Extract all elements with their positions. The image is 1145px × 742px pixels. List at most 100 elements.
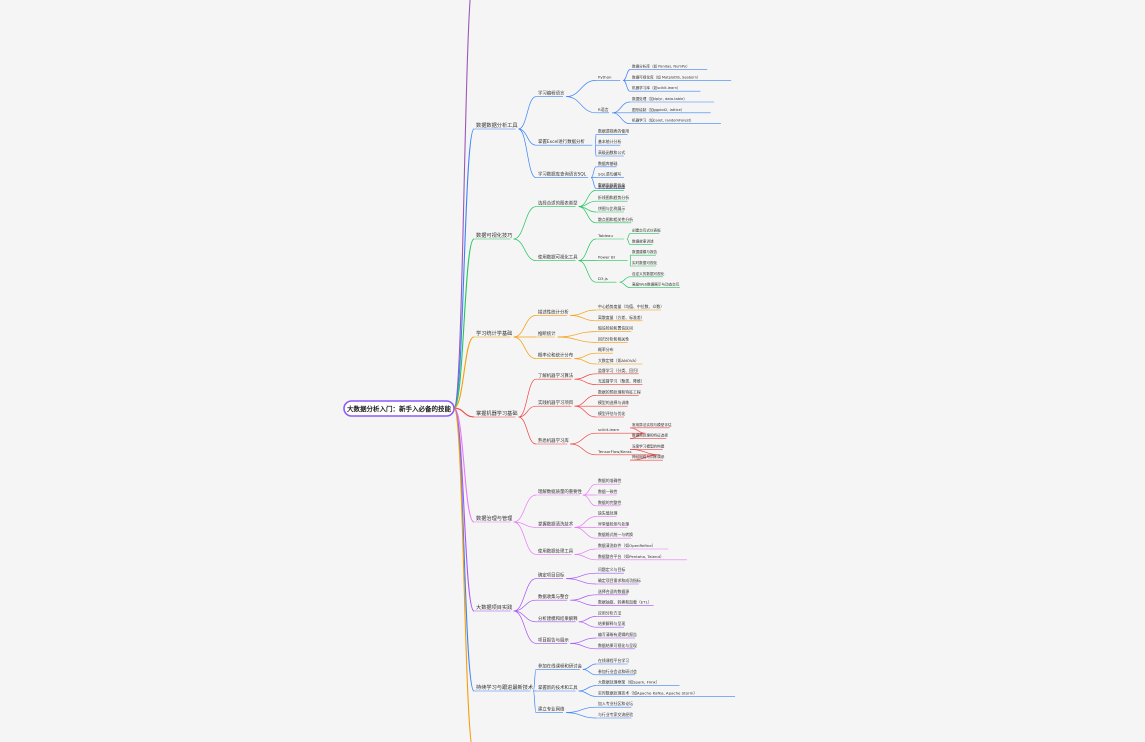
subtopic-node[interactable]: 数据的完整性 bbox=[598, 500, 621, 505]
topic-node[interactable]: 建立专业网络 bbox=[538, 706, 565, 713]
topic-node[interactable]: 确定项目目标 bbox=[538, 572, 565, 579]
subtopic-node[interactable]: 选择合适的数据源 bbox=[598, 589, 629, 594]
topic-node[interactable]: 掌握新的技术和工具 bbox=[538, 684, 578, 691]
topic-node[interactable]: 分析建模和结果解释 bbox=[538, 615, 578, 622]
subtopic-node[interactable]: 回归分析和相关性 bbox=[598, 336, 629, 341]
subtopic-node[interactable]: 确定项目需求和成功指标 bbox=[598, 578, 641, 583]
subtopic-node[interactable]: 假设检验和置信区间 bbox=[598, 326, 633, 331]
subtopic-node[interactable]: 数据预处理和特征选择 bbox=[632, 433, 668, 438]
subtopic-node[interactable]: 数据故事讲述 bbox=[632, 238, 654, 243]
topic-node[interactable]: 熟悉机器学习库 bbox=[538, 437, 569, 444]
node-label: 异常值检测与处理 bbox=[598, 521, 629, 526]
subtopic-node[interactable]: Power BI bbox=[598, 255, 615, 260]
node-label: 实时数据处理技术（如Apache Kafka, Apache Storm） bbox=[598, 690, 697, 695]
subtopic-node[interactable]: R语言 bbox=[598, 107, 609, 112]
topic-node[interactable]: 掌握数据清洗技术 bbox=[538, 520, 574, 527]
branch-node[interactable]: 数据数据分析工具 bbox=[476, 121, 518, 129]
subtopic-node[interactable]: 加入专业社区和论坛 bbox=[598, 701, 633, 706]
subtopic-node[interactable]: 实时数据可视化 bbox=[632, 260, 658, 265]
subtopic-node[interactable]: 数据结果可视化与呈现 bbox=[598, 643, 637, 648]
subtopic-node[interactable]: 与行业专家交流经验 bbox=[598, 712, 633, 717]
subtopic-node[interactable]: 基本统计分析 bbox=[598, 139, 621, 144]
topic-node[interactable]: 了解机器学习算法 bbox=[538, 372, 574, 379]
subtopic-node[interactable]: 缺失值处理 bbox=[598, 511, 618, 516]
subtopic-node[interactable]: 条形图和柱状图 bbox=[598, 184, 625, 189]
branch-node[interactable]: 持续学习与跟进最新技术 bbox=[476, 683, 533, 691]
subtopic-node[interactable]: 散点图和相关性分析 bbox=[598, 217, 633, 222]
subtopic-node[interactable]: 机器学习（如caret, randomForest） bbox=[632, 118, 694, 123]
subtopic-node[interactable]: 在线课程平台学习 bbox=[598, 658, 629, 663]
subtopic-node[interactable]: 异常值检测与处理 bbox=[598, 521, 629, 526]
subtopic-node[interactable]: 无监督学习（聚类、降维） bbox=[598, 379, 645, 384]
topic-node[interactable]: 项目报告与展示 bbox=[538, 636, 569, 643]
topic-node[interactable]: 数据收集与整合 bbox=[538, 593, 569, 600]
subtopic-node[interactable]: 创建交互式仪表板 bbox=[632, 228, 661, 233]
subtopic-node[interactable]: 大数据处理框架（如Spark, Flink） bbox=[598, 680, 660, 685]
branch-node[interactable]: 数据可视化技巧 bbox=[476, 231, 512, 239]
subtopic-node[interactable]: 数据清洗软件（如OpenRefine） bbox=[598, 543, 656, 548]
subtopic-node[interactable]: scikit-learn bbox=[598, 427, 620, 432]
root-node[interactable]: 大数据分析入门：新手入必备的技能 bbox=[343, 400, 455, 417]
node-label: 回归分析和相关性 bbox=[598, 336, 629, 341]
connector-line bbox=[566, 80, 597, 97]
subtopic-node[interactable]: 数据一致性 bbox=[598, 489, 618, 494]
subtopic-node[interactable]: 折线图和趋势分析 bbox=[598, 195, 629, 200]
branch-node[interactable]: 数据治理与管理 bbox=[476, 514, 513, 522]
subtopic-node[interactable]: 数据处理（如dplyr, data.table） bbox=[632, 96, 687, 101]
topic-node[interactable]: 实践机器学习项目 bbox=[538, 399, 573, 406]
subtopic-node[interactable]: 深度学习模型的构建 bbox=[632, 443, 665, 448]
topic-node[interactable]: 推断统计 bbox=[538, 330, 556, 337]
subtopic-node[interactable]: 概率分布 bbox=[598, 347, 614, 352]
topic-node[interactable]: 参加在线课程和研讨会 bbox=[538, 662, 583, 669]
topic-node[interactable]: 描述性统计分析 bbox=[538, 308, 569, 315]
topic-node[interactable]: 学习数据库查询语言SQL bbox=[538, 171, 587, 178]
topic-node[interactable]: 学习编程语言 bbox=[538, 90, 565, 97]
subtopic-node[interactable]: 数据建模与报告 bbox=[632, 249, 658, 254]
subtopic-node[interactable]: TensorFlow/Keras bbox=[597, 449, 632, 454]
subtopic-node[interactable]: 中心趋势度量（均值、中位数、众数） bbox=[598, 304, 664, 309]
subtopic-node[interactable]: 数据可视化库（如 Matplotlib, Seaborn） bbox=[632, 74, 701, 79]
subtopic-node[interactable]: 数据分析库（如 Pandas, NumPy） bbox=[632, 64, 690, 69]
subtopic-node[interactable]: 问题定义与目标 bbox=[598, 567, 625, 572]
subtopic-node[interactable]: 应用分析方法 bbox=[598, 610, 621, 615]
subtopic-node[interactable]: 机器学习库（如scikit-learn） bbox=[632, 85, 681, 90]
subtopic-node[interactable]: 结果解释与呈现 bbox=[598, 621, 625, 626]
subtopic-node[interactable]: 数据透视表的使用 bbox=[598, 128, 629, 133]
subtopic-node[interactable]: Tableau bbox=[597, 233, 613, 238]
topic-node[interactable]: 掌握Excel进行数据分析 bbox=[538, 138, 585, 145]
topic-node[interactable]: 概率论和统计分布 bbox=[538, 352, 574, 359]
subtopic-node[interactable]: 数据抽取、转换和加载（ETL） bbox=[598, 600, 652, 605]
subtopic-node[interactable]: 模型评估与优化 bbox=[598, 411, 625, 416]
topic-node[interactable]: 使用数据处理工具 bbox=[538, 547, 574, 554]
subtopic-node[interactable]: 监督学习（分类、回归） bbox=[598, 368, 641, 373]
subtopic-node[interactable]: D3.js bbox=[598, 276, 608, 281]
subtopic-node[interactable]: 离散度量（方差、标准差） bbox=[598, 315, 645, 320]
topic-node[interactable]: 理解数据质量的重要性 bbox=[538, 488, 583, 495]
subtopic-node[interactable]: 大数定律（如ANOVA） bbox=[598, 358, 639, 363]
topic-node[interactable]: 选择合适的图表类型 bbox=[538, 200, 578, 207]
topic-node[interactable]: 使用数据可视化工具 bbox=[538, 254, 578, 261]
subtopic-node[interactable]: 图形绘制（如ggplot2, lattice） bbox=[632, 107, 684, 112]
subtopic-node[interactable]: 数据库性能优化 bbox=[598, 182, 625, 187]
subtopic-node[interactable]: 常用算法实现与模型评估 bbox=[632, 422, 672, 427]
branch-node[interactable]: 学习统计学基础 bbox=[476, 329, 512, 337]
subtopic-node[interactable]: 数据格式统一与转换 bbox=[598, 532, 633, 537]
branch-node[interactable]: 大数据项目实践 bbox=[476, 603, 512, 611]
subtopic-node[interactable]: 编写清晰有逻辑的报告 bbox=[598, 632, 637, 637]
node-label: 掌握机器学习基础 bbox=[476, 409, 518, 417]
subtopic-node[interactable]: 数据的准确性 bbox=[598, 478, 621, 483]
subtopic-node[interactable]: 自定义的数据可视化 bbox=[632, 271, 665, 276]
subtopic-node[interactable]: 参加行业会议和研讨会 bbox=[598, 669, 637, 674]
subtopic-node[interactable]: 饼图与比例展示 bbox=[598, 206, 625, 211]
subtopic-node[interactable]: 数据库基础 bbox=[598, 161, 618, 166]
subtopic-node[interactable]: 高级函数和公式 bbox=[598, 150, 625, 155]
subtopic-node[interactable]: Python bbox=[598, 74, 612, 79]
branch-node[interactable]: 掌握机器学习基础 bbox=[476, 409, 518, 417]
subtopic-node[interactable]: 数据整合平台（如Pentaho, Talend） bbox=[598, 554, 664, 559]
subtopic-node[interactable]: 模型的选择与训练 bbox=[598, 400, 629, 405]
subtopic-node[interactable]: 实时数据处理技术（如Apache Kafka, Apache Storm） bbox=[598, 690, 697, 695]
subtopic-node[interactable]: 高级Web数据展示与动态交互 bbox=[632, 282, 680, 287]
subtopic-node[interactable]: 数据的预处理和特征工程 bbox=[598, 389, 641, 394]
subtopic-node[interactable]: 神经网络与训练调参 bbox=[632, 454, 665, 459]
subtopic-node[interactable]: SQL语句编写 bbox=[598, 172, 621, 177]
